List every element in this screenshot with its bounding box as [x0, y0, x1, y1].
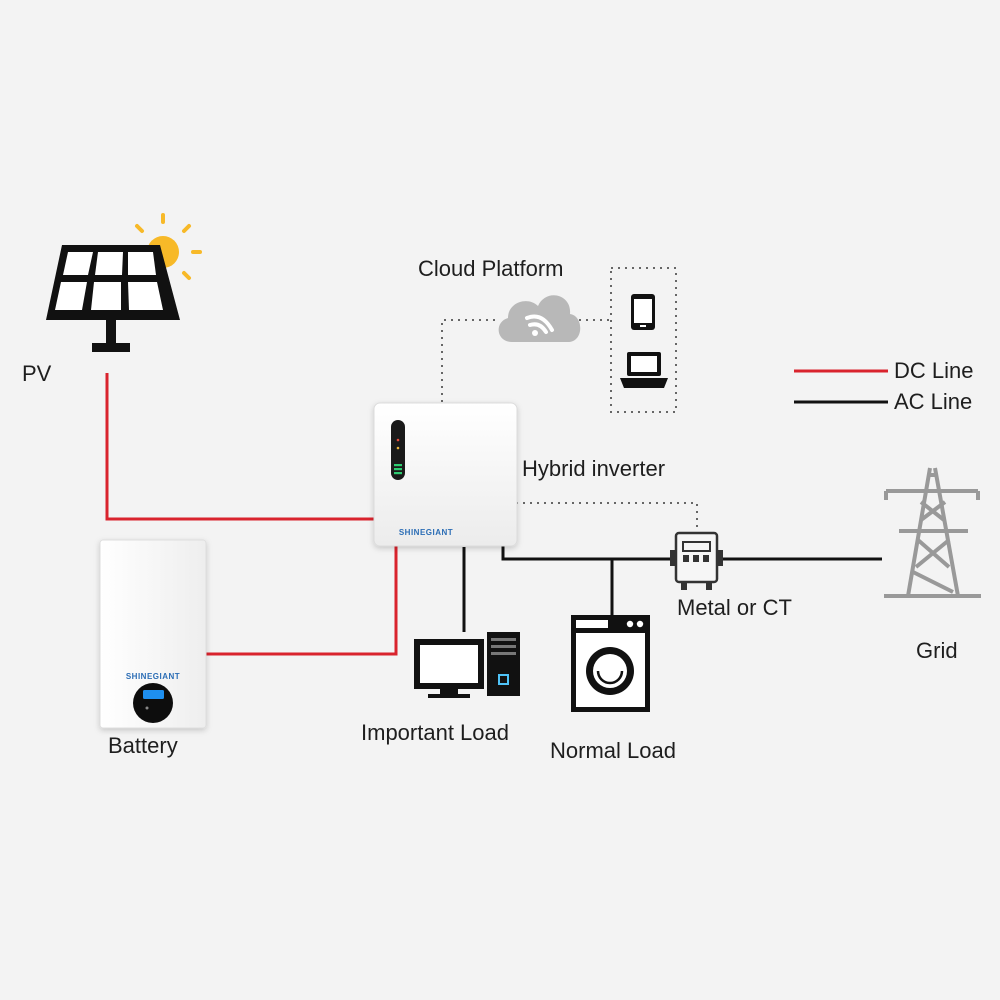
pv-dc-line [105, 373, 375, 521]
inverter-brand-text: SHINEGIANT [399, 528, 453, 537]
legend: DC Line AC Line [794, 358, 973, 414]
meter-label: Metal or CT [677, 595, 792, 620]
grid-label: Grid [916, 638, 958, 663]
hybrid-inverter-label: Hybrid inverter [522, 456, 665, 481]
meter-icon [670, 531, 723, 590]
pv-label: PV [22, 361, 52, 386]
battery-brand-text: SHINEGIANT [126, 672, 180, 681]
battery-label: Battery [108, 733, 178, 758]
ac-lines [462, 545, 882, 632]
smartphone-icon [631, 294, 655, 330]
inverter-meter-link [516, 502, 698, 533]
battery-icon: SHINEGIANT [99, 539, 207, 729]
pc-tower-icon [487, 632, 520, 696]
washing-machine-icon [571, 615, 650, 712]
solar-panel-icon [46, 245, 180, 352]
battery-dc-line [205, 545, 398, 656]
cloud-wifi-icon [498, 295, 581, 342]
inverter-cloud-link [441, 319, 500, 402]
grid-ac-line [501, 545, 882, 561]
laptop-icon [620, 352, 668, 388]
dc-lines [105, 373, 398, 656]
legend-dc-label: DC Line [894, 358, 973, 383]
inverter-icon: SHINEGIANT [373, 402, 518, 547]
cloud-platform-label: Cloud Platform [418, 256, 564, 281]
normal-load-label: Normal Load [550, 738, 676, 763]
devices-dotted-box [610, 267, 677, 413]
legend-ac-label: AC Line [894, 389, 972, 414]
monitor-icon [414, 639, 484, 698]
communication-lines [441, 267, 698, 533]
important-load-label: Important Load [361, 720, 509, 745]
transmission-tower-icon [884, 467, 981, 598]
